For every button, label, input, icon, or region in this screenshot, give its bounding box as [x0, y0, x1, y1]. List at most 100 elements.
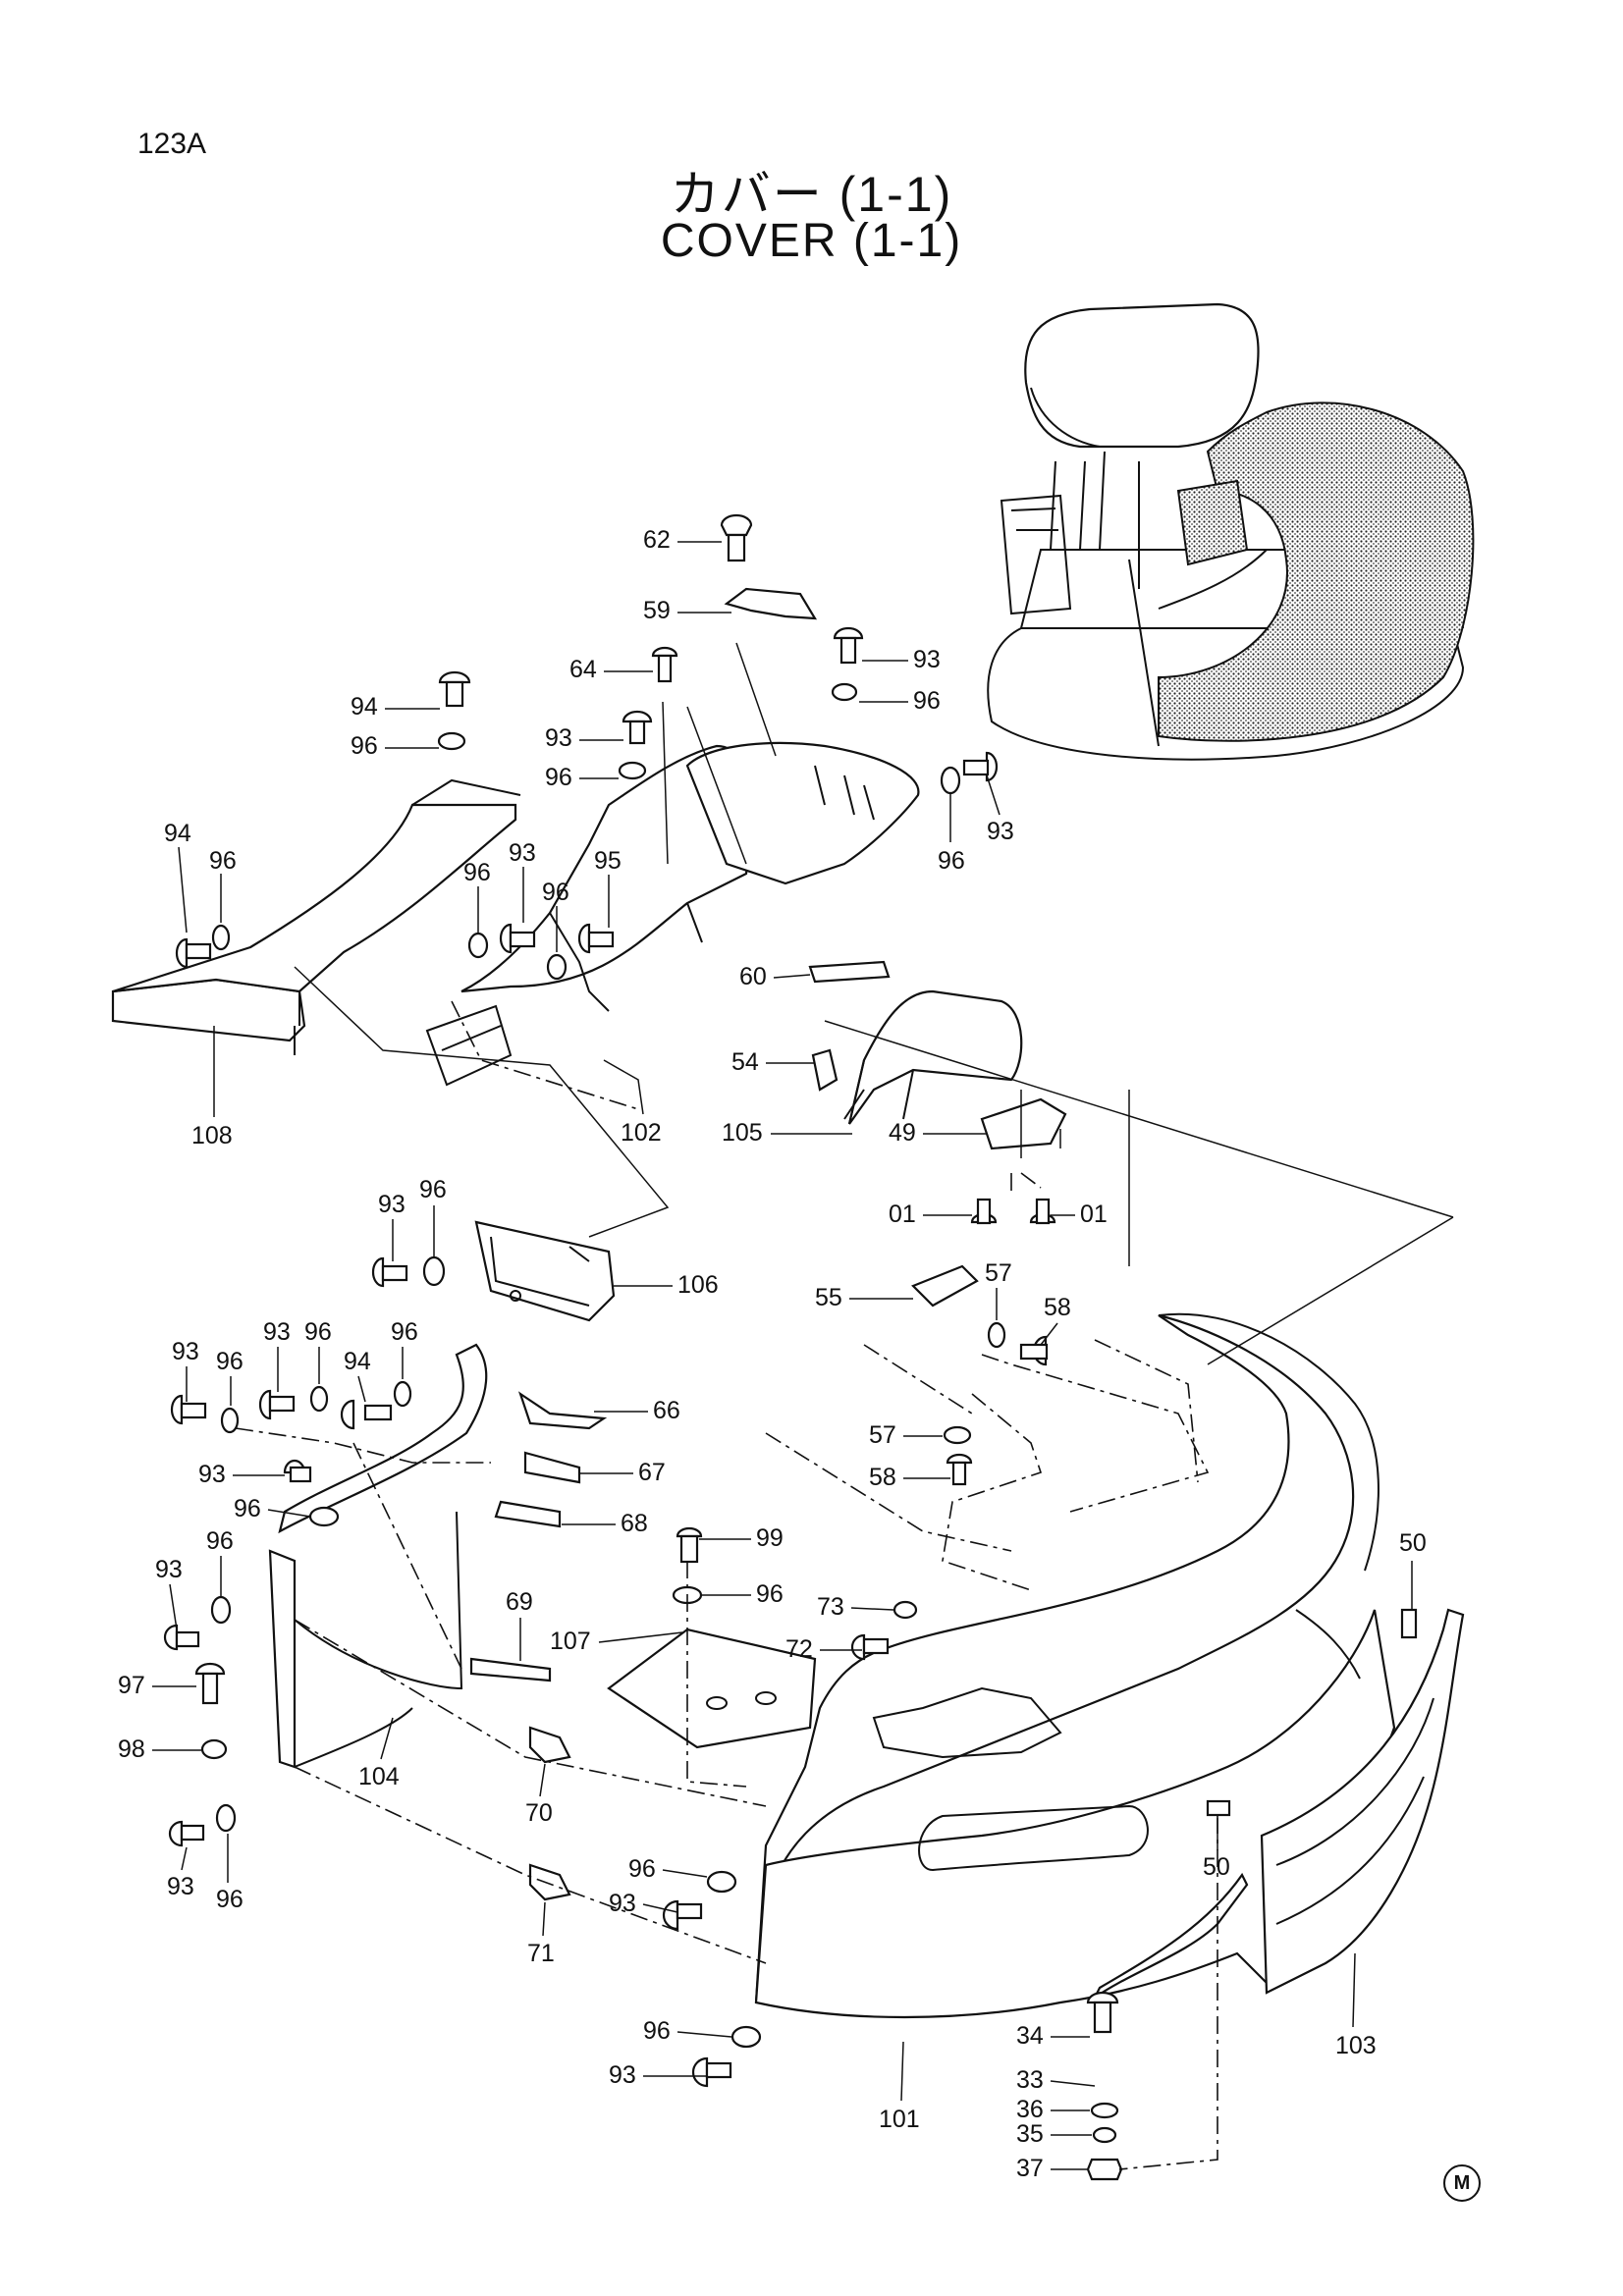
callout-93i: 93 — [155, 1556, 183, 1630]
callout-101: 101 — [879, 2041, 920, 2133]
callout-98: 98 — [118, 1735, 201, 1763]
stopper-50b — [1206, 1799, 1231, 1817]
bracket-69 — [469, 1657, 552, 1682]
svg-text:58: 58 — [869, 1464, 896, 1491]
callout-93e: 93 — [378, 1191, 406, 1261]
callout-93h: 93 — [198, 1461, 285, 1488]
svg-text:72: 72 — [785, 1635, 813, 1663]
callout-96m: 96 — [206, 1527, 234, 1598]
callout-55: 55 — [815, 1284, 913, 1311]
callout-93a: 93 — [862, 646, 941, 673]
svg-text:93: 93 — [987, 818, 1014, 845]
callout-62: 62 — [643, 526, 722, 554]
machine-overview-inset — [987, 302, 1475, 761]
svg-text:93: 93 — [545, 724, 572, 752]
callout-69: 69 — [506, 1588, 533, 1661]
svg-text:103: 103 — [1335, 2032, 1377, 2059]
svg-text:01: 01 — [889, 1201, 916, 1228]
svg-text:96: 96 — [351, 732, 378, 760]
svg-text:93: 93 — [509, 839, 536, 867]
svg-text:96: 96 — [304, 1318, 332, 1346]
callout-96k: 96 — [391, 1318, 418, 1379]
callout-96a: 96 — [859, 687, 941, 715]
svg-text:73: 73 — [817, 1593, 844, 1621]
callout-50a: 50 — [1399, 1529, 1427, 1610]
callout-96f: 96 — [463, 859, 491, 933]
svg-text:96: 96 — [913, 687, 941, 715]
svg-text:96: 96 — [209, 847, 237, 875]
svg-text:64: 64 — [569, 656, 597, 683]
callout-107: 107 — [550, 1628, 683, 1655]
svg-text:36: 36 — [1016, 2096, 1044, 2123]
svg-text:67: 67 — [638, 1459, 666, 1486]
title-japanese: カバー (1-1) — [670, 167, 953, 222]
stay-33 — [1094, 1872, 1249, 1999]
callout-36: 36 — [1016, 2096, 1090, 2123]
callout-96o: 96 — [216, 1834, 243, 1913]
callout-70: 70 — [525, 1763, 553, 1827]
main-cover-101 — [754, 1312, 1396, 2019]
stopper-54 — [811, 1048, 839, 1092]
svg-text:96: 96 — [542, 879, 569, 906]
svg-text:01: 01 — [1080, 1201, 1108, 1228]
bracket-49 — [980, 1097, 1067, 1150]
svg-text:69: 69 — [506, 1588, 533, 1616]
callout-99: 99 — [699, 1524, 784, 1552]
svg-text:96: 96 — [216, 1348, 243, 1375]
svg-text:97: 97 — [118, 1672, 145, 1699]
svg-text:93: 93 — [172, 1338, 199, 1365]
callout-57a: 57 — [985, 1259, 1012, 1320]
bracket-67 — [523, 1451, 581, 1484]
callout-93c: 93 — [986, 774, 1014, 845]
svg-text:105: 105 — [722, 1119, 763, 1147]
svg-text:95: 95 — [594, 847, 622, 875]
callout-73: 73 — [817, 1593, 894, 1621]
callout-35: 35 — [1016, 2120, 1092, 2148]
callout-93g: 93 — [263, 1318, 291, 1392]
callout-54: 54 — [731, 1048, 815, 1076]
callout-01a: 01 — [889, 1201, 972, 1228]
svg-text:104: 104 — [358, 1763, 400, 1790]
svg-text:59: 59 — [643, 597, 671, 624]
svg-text:96: 96 — [938, 847, 965, 875]
callout-95: 95 — [594, 847, 622, 928]
svg-text:108: 108 — [191, 1122, 233, 1149]
callout-93j: 93 — [167, 1846, 194, 1900]
svg-text:71: 71 — [527, 1940, 555, 1967]
svg-text:50: 50 — [1399, 1529, 1427, 1557]
callout-96i: 96 — [216, 1348, 243, 1406]
callout-58b: 58 — [869, 1464, 950, 1491]
bracket-55 — [911, 1264, 979, 1308]
svg-text:102: 102 — [621, 1119, 662, 1147]
svg-text:96: 96 — [206, 1527, 234, 1555]
plate-107 — [607, 1628, 817, 1749]
cover-108 — [111, 778, 521, 1055]
svg-text:93: 93 — [198, 1461, 226, 1488]
callout-37: 37 — [1016, 2155, 1087, 2182]
svg-text:93: 93 — [263, 1318, 291, 1346]
callout-93l: 93 — [609, 2061, 707, 2089]
cover-105 — [843, 989, 1023, 1125]
svg-text:101: 101 — [879, 2106, 920, 2133]
svg-text:62: 62 — [643, 526, 671, 554]
callout-96e: 96 — [209, 847, 237, 923]
svg-text:37: 37 — [1016, 2155, 1044, 2182]
callout-93k: 93 — [609, 1890, 678, 1917]
bracket-71 — [528, 1863, 571, 1901]
bracket-66 — [517, 1391, 608, 1430]
svg-text:94: 94 — [351, 693, 378, 721]
svg-text:93: 93 — [609, 2061, 636, 2089]
callout-94b: 94 — [164, 820, 191, 934]
callout-105: 105 — [722, 1119, 852, 1147]
svg-text:68: 68 — [621, 1510, 648, 1537]
svg-text:66: 66 — [653, 1397, 680, 1424]
callout-93d: 93 — [509, 839, 536, 923]
callout-66: 66 — [594, 1397, 680, 1424]
svg-text:96: 96 — [628, 1855, 656, 1883]
callout-96g: 96 — [542, 879, 569, 952]
svg-text:93: 93 — [378, 1191, 406, 1218]
svg-text:94: 94 — [344, 1348, 371, 1375]
svg-text:96: 96 — [391, 1318, 418, 1346]
